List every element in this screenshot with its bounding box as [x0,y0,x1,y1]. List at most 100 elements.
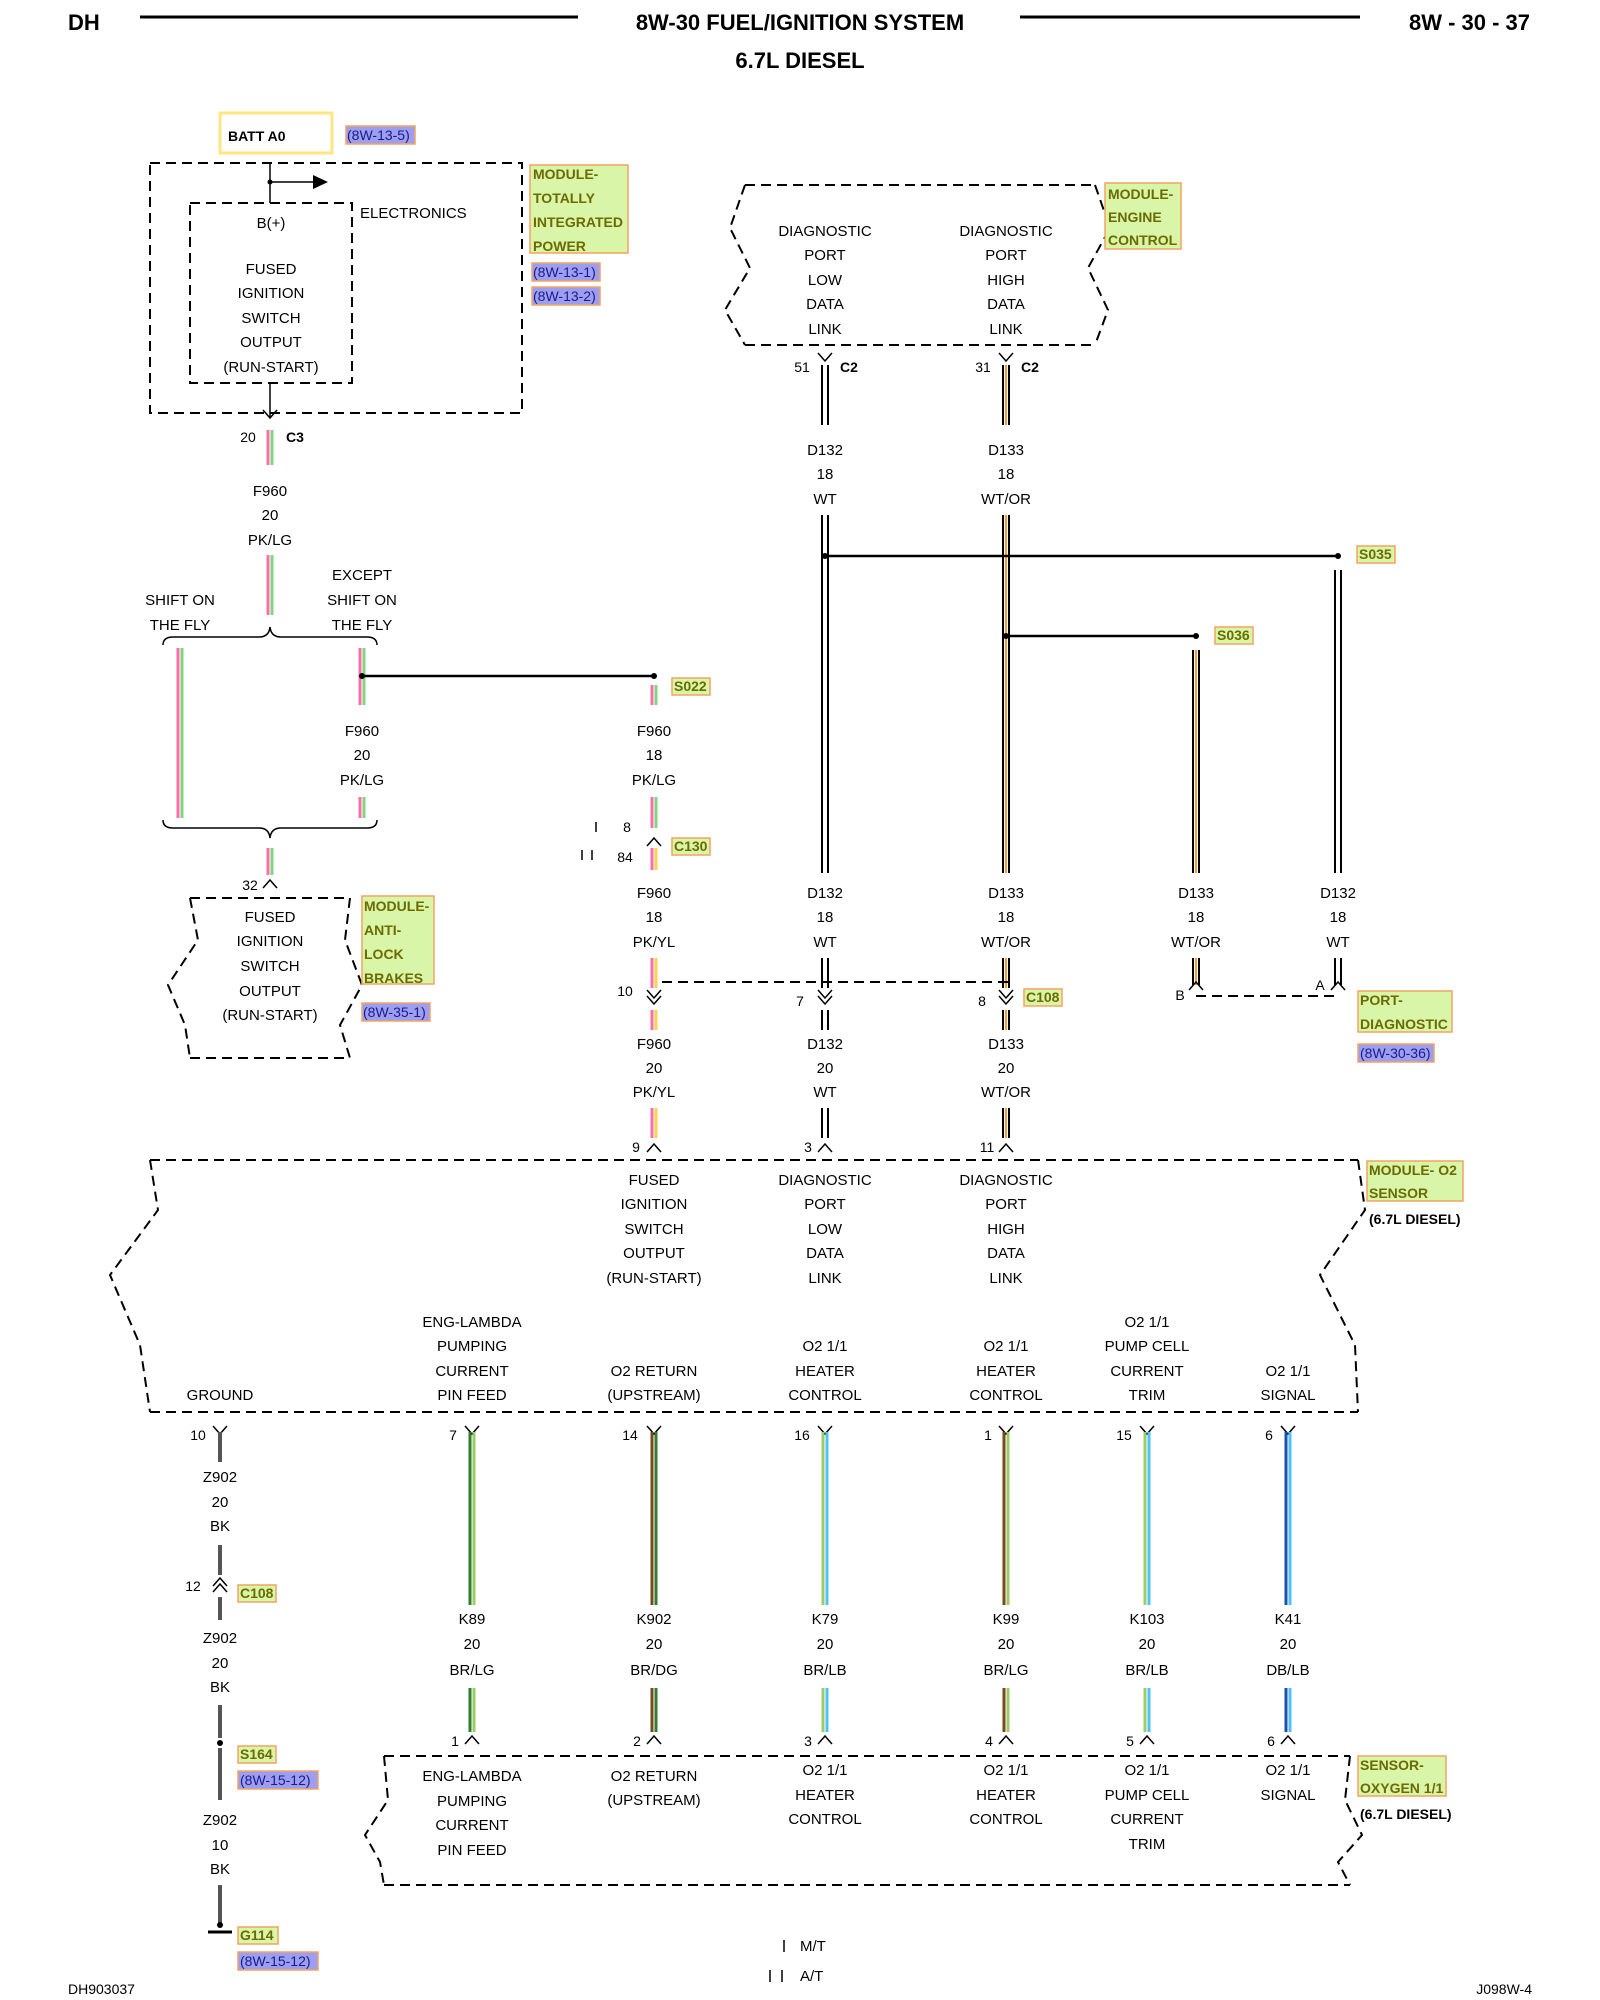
svg-text:WT/OR: WT/OR [1171,934,1221,951]
svg-text:K79: K79 [812,1611,839,1628]
svg-text:PUMP CELL: PUMP CELL [1105,1338,1190,1355]
tipm-ref1-tag[interactable] [531,262,601,282]
svg-text:THE FLY: THE FLY [332,617,393,634]
tipm-pin: 20 [240,429,256,445]
svg-text:C108: C108 [1026,989,1060,1005]
wire-k902[interactable]: K902 20 BR/DG [630,1432,678,1732]
ground-g114[interactable]: G114 (8W-15-12) [208,1922,319,1971]
legend: M/T A/T [769,1938,826,1985]
wire-d133-top[interactable]: D133 18 WT/OR [981,365,1031,873]
svg-text:(8W-35-1)[interactable]: (8W-35-1) [363,1004,426,1020]
svg-text:IGNITION: IGNITION [237,933,304,950]
splice-s164[interactable]: S164 (8W-15-12) [217,1740,319,1790]
footer-right: J098W-4 [1476,1981,1532,1997]
wire-k103[interactable]: K103 20 BR/LB [1125,1432,1169,1732]
svg-text:DATA: DATA [987,1245,1025,1262]
ecm-high-text: DIAGNOSTIC PORT HIGH DATA LINK [959,223,1053,338]
svg-text:THE FLY: THE FLY [150,617,211,634]
svg-text:PORT: PORT [804,1196,845,1213]
wire-f960-shift[interactable] [176,648,184,818]
svg-text:20: 20 [646,1060,663,1077]
wire-segments-mid[interactable] [650,958,1010,988]
svg-text:SENSOR-: SENSOR- [1360,1757,1424,1773]
svg-text:SWITCH: SWITCH [240,958,299,975]
svg-text:O2 1/1: O2 1/1 [983,1762,1028,1779]
svg-text:10: 10 [617,983,633,999]
connector-c108[interactable]: 10 7 8 C108 [617,981,1063,1009]
svg-text:S022: S022 [674,678,707,694]
svg-text:K902: K902 [636,1611,671,1628]
svg-text:LINK: LINK [808,1270,841,1287]
svg-text:3: 3 [804,1139,812,1155]
svg-text:20: 20 [998,1060,1015,1077]
svg-text:M/T: M/T [800,1938,826,1955]
svg-text:BR/LB: BR/LB [803,1662,846,1679]
port-diagnostic: B A PORT- DIAGNOSTIC (8W-30-36) [1175,977,1453,1063]
svg-text:WT: WT [813,1084,836,1101]
svg-text:3: 3 [804,1733,812,1749]
svg-text:(8W-13-2)[interactable]: (8W-13-2) [533,288,596,304]
tipm-module: BATT A0 (8W-13-5) ELECTRONICS B(+) FUSED… [149,111,629,445]
svg-text:CURRENT: CURRENT [435,1363,508,1380]
svg-text:Z902: Z902 [203,1630,237,1647]
abs-ref-tag[interactable] [361,1002,431,1022]
svg-text:O2 1/1: O2 1/1 [802,1762,847,1779]
svg-text:8: 8 [623,819,631,835]
wire-d132-port[interactable]: D132 18 WT [1320,570,1356,985]
svg-text:(RUN-START): (RUN-START) [606,1270,701,1287]
svg-text:S036: S036 [1217,627,1250,643]
svg-text:18: 18 [998,466,1015,483]
ecm-name-box [1104,182,1182,250]
svg-text:BR/DG: BR/DG [630,1662,678,1679]
wire-k79[interactable]: K79 20 BR/LB [803,1432,847,1732]
batt-ref-tag[interactable] [345,125,416,145]
port-ref-tag[interactable] [1357,1043,1435,1063]
svg-text:CONTROL: CONTROL [788,1387,861,1404]
wire-f960-18[interactable]: F960 18 PK/LG [632,685,676,828]
svg-text:K89: K89 [459,1611,486,1628]
svg-text:SIGNAL: SIGNAL [1260,1787,1315,1804]
wire-z902[interactable]: Z902 20 BK Z902 20 BK Z902 10 BK [203,1432,237,1925]
splice-s036[interactable]: S036 [1003,626,1254,645]
wire-k41[interactable]: K41 20 DB/LB [1266,1432,1310,1732]
svg-text:A: A [1315,977,1325,993]
svg-text:SWITCH: SWITCH [624,1221,683,1238]
ecm-low-text: DIAGNOSTIC PORT LOW DATA LINK [778,223,872,338]
header-left: DH [68,10,100,35]
svg-text:LOCK: LOCK [364,946,404,962]
splice-s035[interactable]: S035 [822,545,1396,564]
svg-text:WT: WT [813,491,836,508]
svg-text:DIAGNOSTIC: DIAGNOSTIC [778,1172,872,1189]
wire-d133-port[interactable]: D133 18 WT/OR [1171,650,1221,985]
bplus-label: B(+) [257,215,286,232]
batt-ref[interactable]: (8W-13-5) [347,127,410,143]
svg-text:FUSED: FUSED [629,1172,680,1189]
wire-k99[interactable]: K99 20 BR/LG [983,1432,1029,1732]
svg-text:12: 12 [185,1578,201,1594]
svg-text:S035: S035 [1359,546,1392,562]
svg-text:F960: F960 [637,1036,671,1053]
svg-text:D133: D133 [1178,885,1214,902]
svg-text:20: 20 [998,1636,1015,1653]
svg-text:D132: D132 [807,885,843,902]
svg-text:O2 1/1: O2 1/1 [983,1338,1028,1355]
svg-text:20: 20 [817,1060,834,1077]
svg-text:BK: BK [210,1679,230,1696]
splice-s022[interactable]: S022 [359,673,711,696]
svg-text:HEATER: HEATER [795,1787,855,1804]
connector-c108-ground[interactable]: 12 C108 [185,1576,277,1603]
wire-d132-top[interactable]: D132 18 WT [807,365,843,873]
svg-text:DATA: DATA [806,1245,844,1262]
svg-text:9: 9 [632,1139,640,1155]
tipm-ref2-tag[interactable] [531,286,601,306]
wire-f960-top[interactable]: F960 20 PK/LG [248,430,292,615]
svg-text:(8W-30-36)[interactable]: (8W-30-36) [1360,1045,1431,1061]
wire-segments-lower[interactable] [650,1010,1010,1138]
wire-k89[interactable]: K89 20 BR/LG [449,1432,495,1732]
ecm-pin-low: 51 [794,359,810,375]
svg-text:(8W-13-1)[interactable]: (8W-13-1) [533,264,596,280]
svg-text:INTEGRATED: INTEGRATED [533,214,623,230]
svg-text:MODULE-: MODULE- [533,166,599,182]
svg-text:PORT-: PORT- [1360,992,1403,1008]
connector-c130[interactable]: 8 84 C130 [581,819,711,870]
